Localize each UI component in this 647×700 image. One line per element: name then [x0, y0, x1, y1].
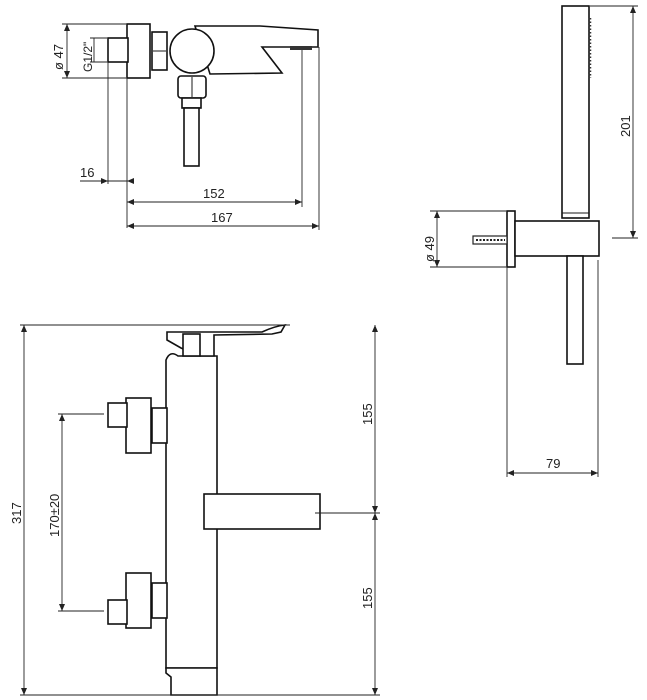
- lower-inlet-thread: [107, 599, 128, 625]
- hand-shower-handle: [561, 5, 590, 219]
- upper-inlet-nut: [125, 397, 152, 454]
- bottom-cap: [165, 667, 218, 696]
- diverter-collar: [181, 97, 202, 109]
- side-view: ø 47 G1/2" 16 152 167: [51, 23, 320, 230]
- total-height-317-label: 317: [9, 502, 24, 524]
- mixer-body: [169, 28, 215, 74]
- lower-inlet-collar: [151, 582, 168, 619]
- height-201-label: 201: [618, 115, 633, 137]
- hand-shower-view: ø 49 201 79: [422, 5, 638, 477]
- depth-79-label: 79: [546, 456, 560, 471]
- thread-size-label: G1/2": [81, 42, 95, 72]
- upper-inlet-collar: [151, 407, 168, 444]
- front-view: 317 170±20 155 155: [9, 324, 380, 696]
- hose-stub: [566, 255, 584, 365]
- holder-wall-plate: [506, 210, 516, 268]
- aerator: [290, 46, 312, 50]
- diameter-49-label: ø 49: [422, 236, 437, 262]
- upper-inlet-thread: [107, 402, 128, 428]
- wall-plate: [126, 23, 151, 79]
- spout-outlet: [203, 493, 321, 530]
- spout-reach-152-label: 152: [203, 186, 225, 201]
- offset-16-label: 16: [80, 165, 94, 180]
- diameter-47-label: ø 47: [51, 44, 66, 70]
- thread-connector: [107, 37, 129, 63]
- lower-height-155-label: 155: [360, 587, 375, 609]
- total-depth-167-label: 167: [211, 210, 233, 225]
- inlet-spacing-label: 170±20: [47, 494, 62, 537]
- lever-base: [182, 333, 201, 357]
- upper-height-155-label: 155: [360, 403, 375, 425]
- mixer-body-front: [165, 352, 218, 669]
- lower-inlet-nut: [125, 572, 152, 629]
- holder-bracket: [514, 220, 600, 257]
- diverter-rod: [183, 107, 200, 167]
